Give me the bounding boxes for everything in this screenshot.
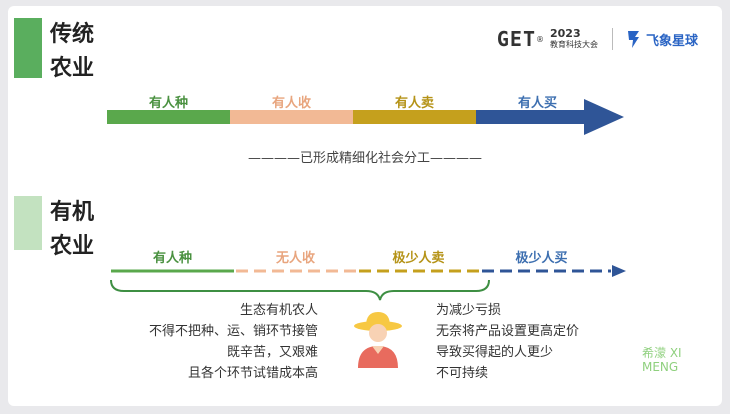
pricing-consequence-line: 导致买得起的人更少 bbox=[436, 345, 554, 360]
traditional-stage-sell: 有人卖 bbox=[394, 96, 434, 111]
get-logo-year: 2023 bbox=[549, 27, 581, 40]
pricing-consequence-line: 为减少亏损 bbox=[436, 303, 502, 318]
organic-stage-sell: 极少人卖 bbox=[392, 251, 445, 266]
organic-title: 有机 农业 bbox=[50, 200, 95, 259]
organic-flow-arrow bbox=[111, 265, 626, 277]
organic-stage-plant: 有人种 bbox=[152, 251, 192, 266]
watermark-line: 希濛 XI bbox=[642, 346, 682, 360]
traditional-segment-plant bbox=[107, 110, 231, 124]
traditional-title: 传统 农业 bbox=[50, 22, 95, 81]
organic-stage-harvest: 无人收 bbox=[275, 251, 315, 266]
pricing-consequence-line: 不可持续 bbox=[436, 366, 489, 381]
traditional-stage-plant: 有人种 bbox=[148, 96, 188, 111]
slide: 传统 农业 有机 农业 GET ® 2023 教育科技大会 飞象星球 有人种 有… bbox=[8, 6, 722, 406]
farmer-burden-note: 生态有机农人 不得不把种、运、销环节接管 既辛苦，又艰难 且各个环节试错成本高 bbox=[88, 300, 318, 384]
farmer-icon bbox=[354, 312, 402, 368]
organic-tag-bar bbox=[14, 196, 42, 250]
traditional-flow-arrow bbox=[107, 99, 624, 135]
pricing-consequence-note: 为减少亏损 无奈将产品设置更高定价 导致买得起的人更少 不可持续 bbox=[436, 300, 656, 384]
watermark: 希濛 XI MENG bbox=[642, 346, 682, 374]
watermark-line: MENG bbox=[642, 360, 679, 374]
traditional-segment-sell bbox=[353, 110, 477, 124]
organic-brace bbox=[110, 279, 490, 301]
logo-divider bbox=[611, 28, 613, 50]
get-logo-word: GET bbox=[496, 27, 536, 51]
traditional-stage-buy: 有人买 bbox=[517, 96, 557, 111]
traditional-arrowhead bbox=[584, 99, 624, 135]
feixiang-logo-icon bbox=[627, 31, 639, 48]
farmer-burden-line: 既辛苦，又艰难 bbox=[226, 345, 318, 360]
farmer-burden-line: 不得不把种、运、销环节接管 bbox=[148, 324, 318, 339]
flow-diagram bbox=[107, 99, 626, 301]
feixiang-logo-name: 飞象星球 bbox=[645, 33, 698, 49]
get-logo: GET ® 2023 教育科技大会 bbox=[497, 27, 598, 51]
traditional-stage-harvest: 有人收 bbox=[271, 96, 311, 111]
get-logo-subtitle: 教育科技大会 bbox=[549, 40, 598, 49]
organic-arrowhead bbox=[612, 265, 626, 277]
farmer-burden-line: 且各个环节试错成本高 bbox=[187, 366, 318, 381]
traditional-segment-harvest bbox=[230, 110, 354, 124]
logo-area: GET ® 2023 教育科技大会 飞象星球 bbox=[497, 24, 698, 54]
get-logo-mark: ® bbox=[535, 34, 544, 44]
feixiang-logo: 飞象星球 bbox=[627, 29, 698, 49]
pricing-consequence-line: 无奈将产品设置更高定价 bbox=[436, 324, 580, 339]
organic-stage-buy: 极少人买 bbox=[515, 251, 568, 266]
traditional-segment-buy bbox=[476, 110, 586, 124]
farmer-burden-line: 生态有机农人 bbox=[239, 303, 318, 318]
traditional-caption: ————已形成精细化社会分工———— bbox=[247, 151, 482, 166]
traditional-tag-bar bbox=[14, 18, 42, 78]
